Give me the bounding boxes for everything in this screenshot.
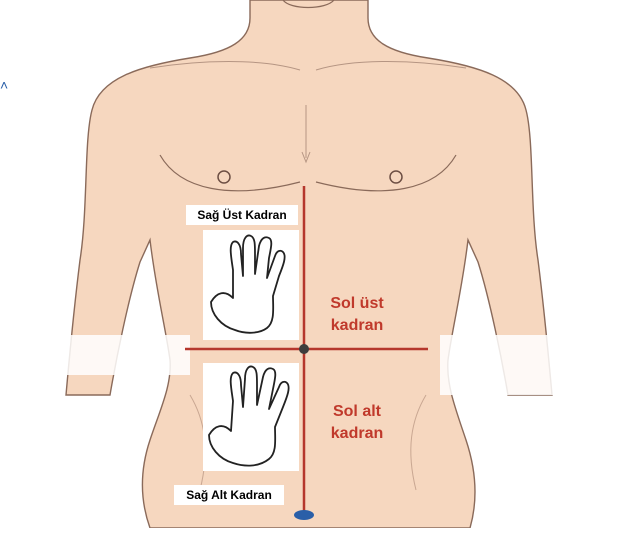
upper-left-label-line1: Sol üst (302, 293, 412, 315)
torso-silhouette (66, 0, 552, 528)
lower-left-label-line2: kadran (302, 423, 412, 445)
hand-icon (203, 230, 299, 340)
lower-right-quadrant-label: Sağ Alt Kadran (174, 485, 284, 505)
hand-icon (203, 363, 299, 471)
upper-left-quadrant-label: Sol üst kadran (302, 293, 412, 337)
hand-card-lower (203, 363, 299, 471)
glare-left (0, 335, 190, 375)
lower-left-label-line1: Sol alt (302, 401, 412, 423)
upper-left-label-line2: kadran (302, 315, 412, 337)
hand-card-upper (203, 230, 299, 340)
umbilicus-marker (299, 344, 309, 354)
bottom-marker (294, 510, 314, 520)
lower-left-quadrant-label: Sol alt kadran (302, 401, 412, 445)
upper-right-quadrant-label: Sağ Üst Kadran (186, 205, 298, 225)
glare-right (440, 335, 617, 395)
edge-marker: ˄ (0, 77, 8, 93)
